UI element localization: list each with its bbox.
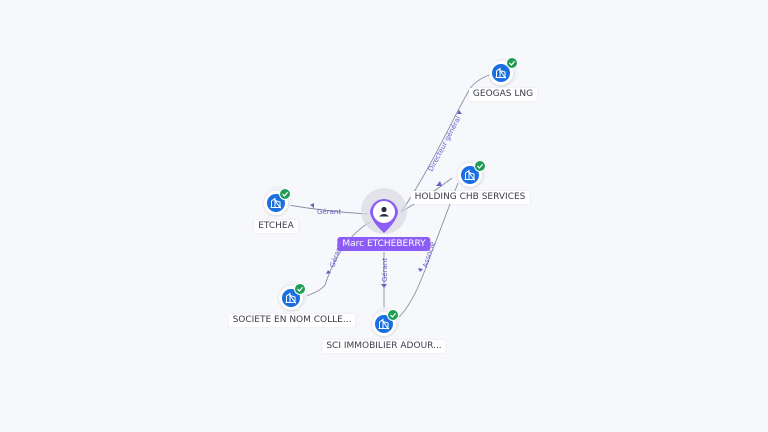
building-icon [285, 292, 296, 305]
edge-arrow [457, 110, 462, 114]
check-icon [282, 191, 289, 197]
check-icon [390, 312, 397, 318]
edge-arrow [436, 181, 442, 186]
edge-label-geogas: Directeur général [427, 115, 463, 173]
check-icon [297, 286, 304, 292]
edge-label-sci-gerant: Gérant [381, 258, 389, 282]
edge-geogas [400, 73, 493, 213]
building-icon [378, 318, 389, 331]
company-node-sci[interactable] [372, 307, 400, 336]
company-label-holding[interactable]: HOLDING CHB SERVICES [410, 191, 530, 204]
building-icon [464, 169, 475, 182]
company-label-sci[interactable]: SCI IMMOBILIER ADOUR... [322, 340, 446, 353]
check-icon [509, 60, 516, 66]
person-node[interactable] [361, 188, 407, 234]
person-name-label[interactable]: Marc ETCHEBERRY [337, 237, 431, 251]
building-icon [270, 197, 281, 210]
company-node-etchea[interactable] [264, 186, 292, 215]
check-icon [477, 163, 484, 169]
company-label-etchea[interactable]: ETCHEA [254, 220, 298, 233]
person-icon [379, 206, 389, 217]
edge-arrow [381, 284, 387, 288]
edge-label-etchea: Gérant [317, 208, 341, 216]
edge-arrow [418, 268, 423, 272]
edge-arrow [310, 203, 314, 208]
edge-societe [299, 221, 371, 299]
company-label-societe[interactable]: SOCIETE EN NOM COLLE... [228, 314, 356, 327]
edge-etchea [287, 204, 369, 215]
edge-sci-associe [397, 182, 459, 319]
company-node-geogas[interactable] [489, 57, 518, 87]
company-label-geogas[interactable]: GEOGAS LNG [468, 88, 538, 101]
company-node-holding[interactable] [458, 159, 486, 187]
building-icon [495, 67, 506, 80]
edge-arrow [326, 270, 331, 274]
company-node-societe[interactable] [279, 281, 307, 310]
